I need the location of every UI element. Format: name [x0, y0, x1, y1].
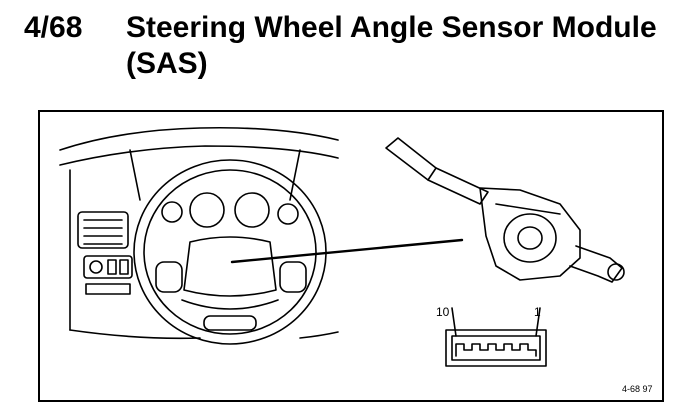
sas-module [385, 137, 625, 283]
section-number: 4/68 [24, 11, 83, 44]
dashboard [59, 126, 339, 340]
connector-pin-1-label: 1 [534, 305, 541, 319]
page-title: Steering Wheel Angle Sensor Module (SAS) [126, 10, 686, 82]
connector-pin-10-label: 10 [436, 305, 450, 319]
figure-reference: 4-68 97 [622, 384, 653, 394]
steering-wheel [133, 159, 327, 345]
title-line-1: Steering Wheel Angle Sensor Module [126, 11, 657, 44]
air-vent [77, 211, 129, 249]
figure-frame [38, 110, 664, 402]
pointer-line [230, 238, 464, 264]
connector [445, 307, 547, 367]
title-line-2: (SAS) [126, 47, 208, 80]
switch-panel [83, 255, 133, 295]
